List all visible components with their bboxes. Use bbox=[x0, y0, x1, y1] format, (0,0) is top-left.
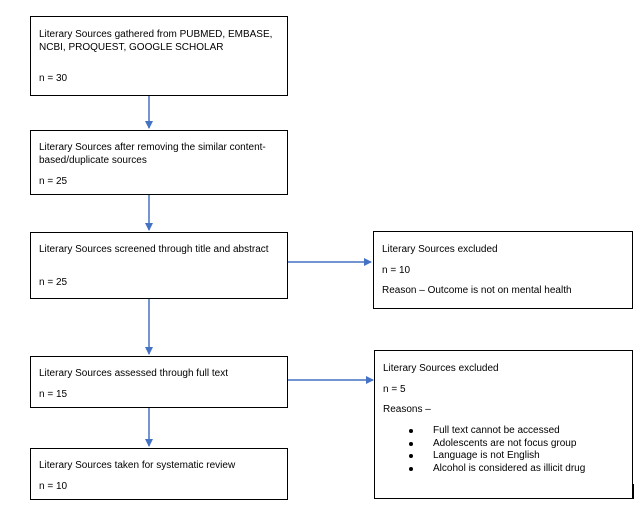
box-title: Literary Sources excluded bbox=[383, 363, 499, 374]
text-cursor bbox=[632, 484, 634, 499]
box-excluded-full-text: Literary Sources excluded n = 5 Reasons … bbox=[374, 350, 633, 499]
box-count: n = 5 bbox=[383, 384, 406, 395]
exclusion-reasons-list: Full text cannot be accessed Adolescents… bbox=[406, 425, 585, 475]
reasons-label: Reasons – bbox=[383, 404, 431, 415]
box-screened: Literary Sources screened through title … bbox=[30, 232, 288, 299]
box-count: n = 25 bbox=[39, 176, 68, 187]
box-count: n = 30 bbox=[39, 73, 68, 84]
list-item: Full text cannot be accessed bbox=[406, 425, 585, 438]
box-excluded-title-abstract: Literary Sources excluded n = 10 Reason … bbox=[373, 231, 633, 309]
box-count: n = 10 bbox=[39, 481, 68, 492]
box-systematic-review: Literary Sources taken for systematic re… bbox=[30, 448, 288, 500]
box-title: Literary Sources screened through title … bbox=[39, 244, 269, 255]
list-item: Alcohol is considered as illicit drug bbox=[406, 463, 585, 476]
exclusion-reason: Reason – Outcome is not on mental health bbox=[382, 285, 572, 296]
list-item: Adolescents are not focus group bbox=[406, 438, 585, 451]
box-title: Literary Sources excluded bbox=[382, 244, 498, 255]
box-title: Literary Sources taken for systematic re… bbox=[39, 460, 236, 471]
box-count: n = 15 bbox=[39, 389, 68, 400]
box-title: Literary Sources gathered from PUBMED, E… bbox=[39, 29, 273, 53]
list-item: Language is not English bbox=[406, 450, 585, 463]
box-title: Literary Sources assessed through full t… bbox=[39, 368, 228, 379]
box-count: n = 10 bbox=[382, 265, 411, 276]
box-sources-gathered: Literary Sources gathered from PUBMED, E… bbox=[30, 16, 288, 96]
box-count: n = 25 bbox=[39, 277, 68, 288]
box-full-text-assessed: Literary Sources assessed through full t… bbox=[30, 356, 288, 408]
box-duplicates-removed: Literary Sources after removing the simi… bbox=[30, 130, 288, 195]
box-title: Literary Sources after removing the simi… bbox=[39, 142, 266, 166]
